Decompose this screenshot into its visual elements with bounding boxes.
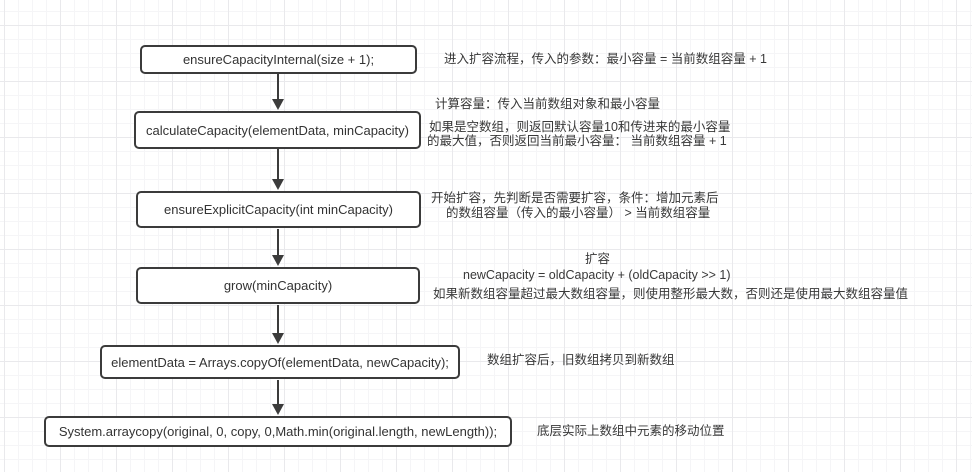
arrow-line — [277, 305, 279, 333]
flow-node-system-arraycopy[interactable]: System.arraycopy(original, 0, copy, 0,Ma… — [44, 416, 512, 447]
annotation-calculate-capacity-line-2[interactable]: 如果是空数组，则返回默认容量10和传进来的最小容量 — [429, 120, 731, 134]
flow-node-ensure-capacity-internal[interactable]: ensureCapacityInternal(size + 1); — [140, 45, 417, 74]
flow-arrow-5[interactable] — [272, 380, 284, 415]
flow-node-label: System.arraycopy(original, 0, copy, 0,Ma… — [58, 424, 498, 439]
annotation-element-move-position[interactable]: 底层实际上数组中元素的移动位置 — [537, 424, 725, 438]
arrow-head-down-icon — [272, 99, 284, 110]
arrow-head-down-icon — [272, 404, 284, 415]
arrow-head-down-icon — [272, 333, 284, 344]
flow-node-grow[interactable]: grow(minCapacity) — [136, 267, 420, 304]
flow-node-label: ensureCapacityInternal(size + 1); — [182, 52, 375, 67]
flow-node-label: grow(minCapacity) — [223, 278, 333, 293]
annotation-calculate-capacity-line-1[interactable]: 计算容量：传入当前数组对象和最小容量 — [435, 97, 661, 111]
flow-node-calculate-capacity[interactable]: calculateCapacity(elementData, minCapaci… — [134, 111, 421, 149]
flow-node-label: ensureExplicitCapacity(int minCapacity) — [163, 202, 394, 217]
annotation-calculate-capacity-line-3[interactable]: 的最大值，否则返回当前最小容量： 当前数组容量 + 1 — [427, 134, 727, 148]
flow-arrow-3[interactable] — [272, 229, 284, 266]
annotation-grow-line-1[interactable]: 扩容 — [585, 252, 611, 266]
arrow-line — [277, 149, 279, 179]
flow-node-label: elementData = Arrays.copyOf(elementData,… — [111, 354, 449, 370]
annotation-grow-line-2[interactable]: newCapacity = oldCapacity + (oldCapacity… — [463, 268, 731, 282]
arrow-head-down-icon — [272, 255, 284, 266]
flow-arrow-1[interactable] — [272, 74, 284, 110]
arrow-line — [277, 229, 279, 255]
arrow-line — [277, 380, 279, 404]
arrow-line — [277, 74, 279, 99]
annotation-copy-to-new-array[interactable]: 数组扩容后，旧数组拷贝到新数组 — [487, 353, 675, 367]
flow-node-ensure-explicit-capacity[interactable]: ensureExplicitCapacity(int minCapacity) — [136, 191, 421, 228]
annotation-enter-expand-flow[interactable]: 进入扩容流程，传入的参数：最小容量 = 当前数组容量 + 1 — [444, 52, 767, 66]
flow-node-arrays-copyof[interactable]: elementData = Arrays.copyOf(elementData,… — [100, 345, 460, 379]
annotation-ensure-explicit-line-1[interactable]: 开始扩容，先判断是否需要扩容，条件：增加元素后 — [431, 191, 719, 205]
flow-arrow-2[interactable] — [272, 149, 284, 190]
annotation-ensure-explicit-line-2[interactable]: 的数组容量（传入的最小容量） > 当前数组容量 — [446, 206, 711, 220]
flow-arrow-4[interactable] — [272, 305, 284, 344]
arrow-head-down-icon — [272, 179, 284, 190]
flow-node-label: calculateCapacity(elementData, minCapaci… — [145, 122, 409, 138]
annotation-grow-line-3[interactable]: 如果新数组容量超过最大数组容量，则使用整形最大数，否则还是使用最大数组容量值 — [433, 287, 909, 301]
